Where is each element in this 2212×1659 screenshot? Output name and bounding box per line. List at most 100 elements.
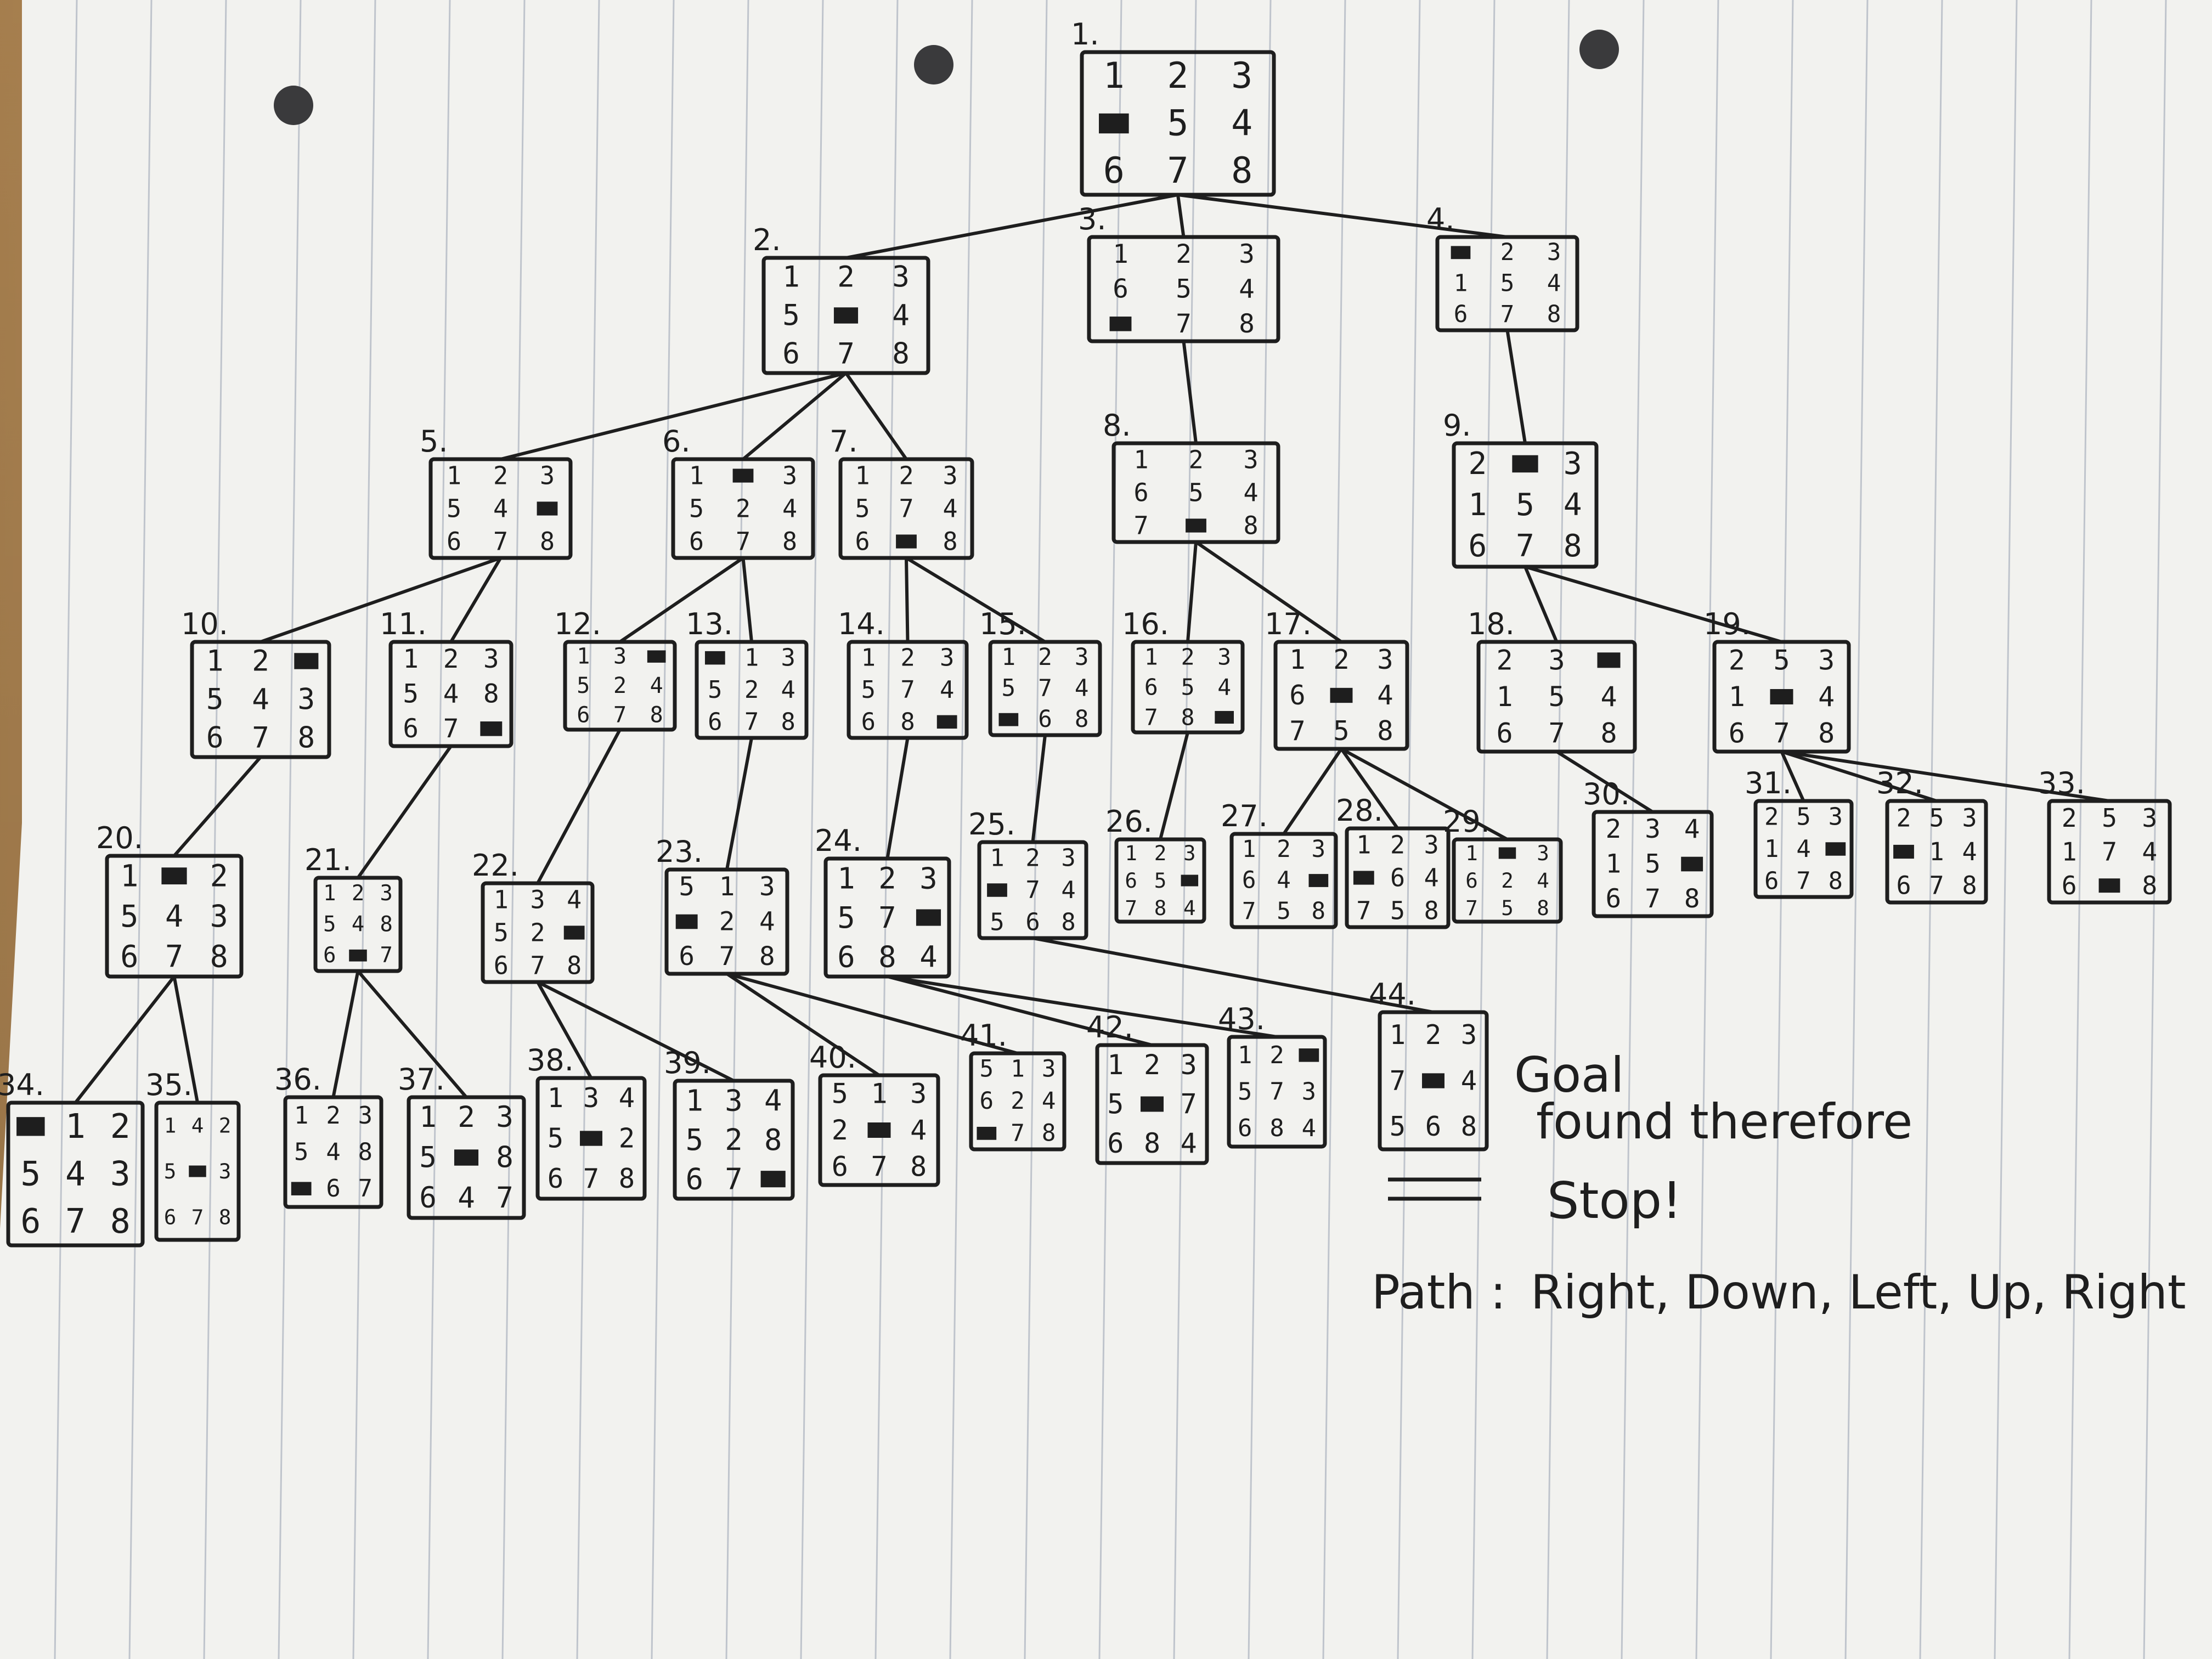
- tile-number: 2: [493, 461, 508, 490]
- tile-number: 8: [1547, 301, 1561, 328]
- tile-number: 6: [1289, 680, 1305, 711]
- tile-number: 5: [419, 1141, 437, 1175]
- tile-number: 3: [1075, 644, 1089, 671]
- tile-number: 7: [1025, 876, 1040, 904]
- tile-number: 4: [567, 885, 582, 915]
- tile-number: 8: [1181, 704, 1195, 731]
- tile-number: 5: [120, 899, 138, 934]
- tile-number: 5: [494, 918, 509, 947]
- tile-number: 4: [1684, 814, 1700, 844]
- tile-number: 4: [892, 299, 910, 332]
- tile-number: 5: [832, 1077, 848, 1109]
- tile-number: 2: [1468, 446, 1487, 482]
- tile-number: 2: [1896, 803, 1911, 832]
- tile-number: 6: [206, 721, 224, 755]
- scribbled-blank-tile: [1499, 848, 1516, 859]
- node-number-label: 1.: [1071, 17, 1099, 52]
- tile-number: 1: [1289, 644, 1305, 675]
- tile-number: 6: [20, 1202, 41, 1241]
- tile-number: 3: [943, 461, 957, 490]
- tile-number: 6: [782, 337, 800, 371]
- tile-number: 6: [1729, 718, 1745, 749]
- tile-number: 2: [1729, 644, 1745, 676]
- tile-number: 5: [1390, 896, 1405, 926]
- tile-number: 2: [878, 861, 896, 895]
- node-number-label: 13.: [686, 607, 733, 641]
- tile-number: 5: [855, 494, 870, 523]
- node-number-label: 9.: [1443, 408, 1471, 443]
- tile-number: 1: [294, 1102, 308, 1130]
- tile-number: 8: [1684, 884, 1700, 914]
- tile-number: 3: [1424, 831, 1439, 860]
- tile-number: 3: [1645, 814, 1661, 844]
- scribbled-blank-tile: [1099, 114, 1129, 133]
- tile-number: 6: [1764, 867, 1779, 895]
- tile-number: 2: [219, 1114, 232, 1138]
- tile-number: 6: [1107, 1127, 1124, 1159]
- node-number-label: 37.: [398, 1062, 445, 1097]
- tile-number: 1: [494, 885, 509, 915]
- tile-number: 8: [496, 1141, 514, 1175]
- tile-number: 2: [744, 676, 759, 704]
- tile-number: 6: [447, 527, 461, 556]
- scribbled-blank-tile: [761, 1171, 786, 1187]
- tile-number: 5: [679, 872, 695, 902]
- tile-number: 3: [483, 644, 499, 674]
- tile-number: 6: [1390, 864, 1405, 893]
- tile-number: 3: [2142, 803, 2157, 833]
- tile-number: 8: [764, 1122, 782, 1157]
- node-number-label: 44.: [1369, 977, 1416, 1012]
- tile-number: 1: [120, 859, 138, 894]
- tile-number: 8: [110, 1202, 131, 1241]
- tile-number: 4: [943, 494, 957, 523]
- tile-number: 8: [1829, 867, 1843, 895]
- tile-number: 8: [1075, 706, 1089, 733]
- tile-number: 2: [619, 1123, 635, 1154]
- tile-number: 5: [294, 1138, 308, 1166]
- tile-number: 5: [1188, 478, 1203, 507]
- tile-number: 4: [1796, 835, 1810, 863]
- tile-number: 6: [832, 1151, 848, 1183]
- tile-number: 2: [1176, 239, 1192, 269]
- tile-number: 5: [708, 676, 722, 704]
- tile-number: 8: [1461, 1111, 1477, 1142]
- node-number-label: 43.: [1218, 1002, 1265, 1036]
- tile-number: 4: [191, 1114, 204, 1138]
- tile-number: 2: [1501, 868, 1514, 893]
- tile-number: 4: [1181, 1127, 1197, 1159]
- tile-number: 2: [1425, 1019, 1441, 1051]
- scribbled-blank-tile: [977, 1127, 996, 1140]
- tile-number: 3: [1312, 836, 1326, 863]
- tile-number: 3: [940, 644, 954, 672]
- tile-number: 4: [326, 1138, 340, 1166]
- tile-number: 1: [861, 644, 876, 672]
- tile-number: 8: [1377, 715, 1393, 747]
- tile-number: 4: [1277, 867, 1291, 894]
- tile-number: 2: [1144, 1049, 1160, 1081]
- tile-number: 3: [1061, 844, 1075, 872]
- tile-number: 8: [1537, 896, 1549, 920]
- node-number-label: 19.: [1703, 607, 1751, 641]
- tile-number: 3: [540, 461, 555, 490]
- node-number-label: 36.: [274, 1062, 321, 1097]
- tile-number: 3: [110, 1155, 131, 1194]
- tile-number: 4: [165, 899, 183, 934]
- tile-number: 5: [323, 912, 336, 937]
- tile-number: 8: [298, 721, 315, 755]
- tile-number: 5: [1773, 644, 1790, 676]
- tile-number: 1: [323, 881, 336, 906]
- tile-number: 6: [1468, 528, 1487, 564]
- tile-number: 6: [1242, 867, 1256, 894]
- tile-number: 2: [837, 261, 855, 294]
- tile-number: 3: [298, 683, 315, 716]
- tile-number: 7: [1773, 718, 1790, 749]
- tile-number: 4: [1377, 680, 1393, 711]
- tile-number: 4: [650, 673, 663, 698]
- tile-number: 1: [686, 1083, 703, 1118]
- tile-number: 3: [1547, 239, 1561, 266]
- tile-number: 3: [358, 1102, 373, 1130]
- tile-number: 2: [736, 494, 751, 523]
- tile-number: 1: [1496, 681, 1513, 713]
- tile-number: 3: [1181, 1049, 1197, 1081]
- tile-number: 8: [650, 702, 663, 727]
